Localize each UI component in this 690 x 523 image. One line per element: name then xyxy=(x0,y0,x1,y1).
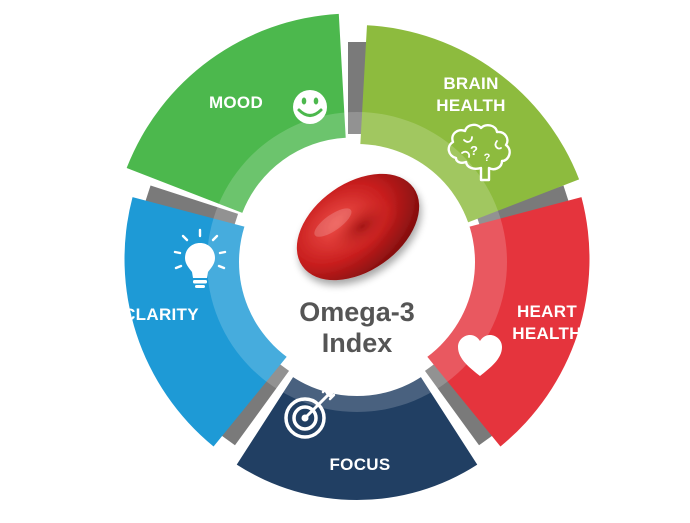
brain-health-label-line1: BRAIN xyxy=(443,74,498,93)
separator-bar xyxy=(144,185,239,232)
segment-shape-heart-health xyxy=(422,197,590,447)
separator-bar xyxy=(475,185,570,232)
segment-shape-focus xyxy=(236,377,478,500)
segment-focus[interactable]: FOCUS xyxy=(330,455,391,474)
heart-icon xyxy=(458,335,502,376)
heart-health-label-line2: HEALTH xyxy=(512,324,581,343)
brain-health-label-line2: HEALTH xyxy=(436,96,505,115)
separator-bar xyxy=(220,360,290,446)
brain-icon: ? ? xyxy=(447,123,511,182)
segment-mood[interactable]: MOOD xyxy=(209,93,263,112)
lightbulb-icon xyxy=(173,228,227,288)
center-title-line1: Omega-3 xyxy=(299,297,415,327)
red-blood-cell-icon xyxy=(296,173,420,281)
center-title-line2: Index xyxy=(322,328,393,358)
segment-shape-mood xyxy=(126,13,346,213)
target-icon xyxy=(284,386,336,439)
clarity-label: CLARITY xyxy=(123,305,199,324)
segment-separators xyxy=(144,42,570,446)
brain-question-mark-small: ? xyxy=(484,152,491,164)
smiley-face-icon xyxy=(293,90,327,124)
segment-shape-clarity xyxy=(124,197,292,447)
segment-heart-health[interactable]: HEART HEALTH xyxy=(512,302,581,343)
segment-clarity[interactable]: CLARITY xyxy=(123,305,199,324)
focus-label: FOCUS xyxy=(330,455,391,474)
separator-bar xyxy=(424,360,494,446)
brain-question-mark: ? xyxy=(470,143,478,158)
heart-health-label-line1: HEART xyxy=(517,302,577,321)
segment-brain-health[interactable]: BRAIN HEALTH xyxy=(436,74,505,115)
mood-label: MOOD xyxy=(209,93,263,112)
